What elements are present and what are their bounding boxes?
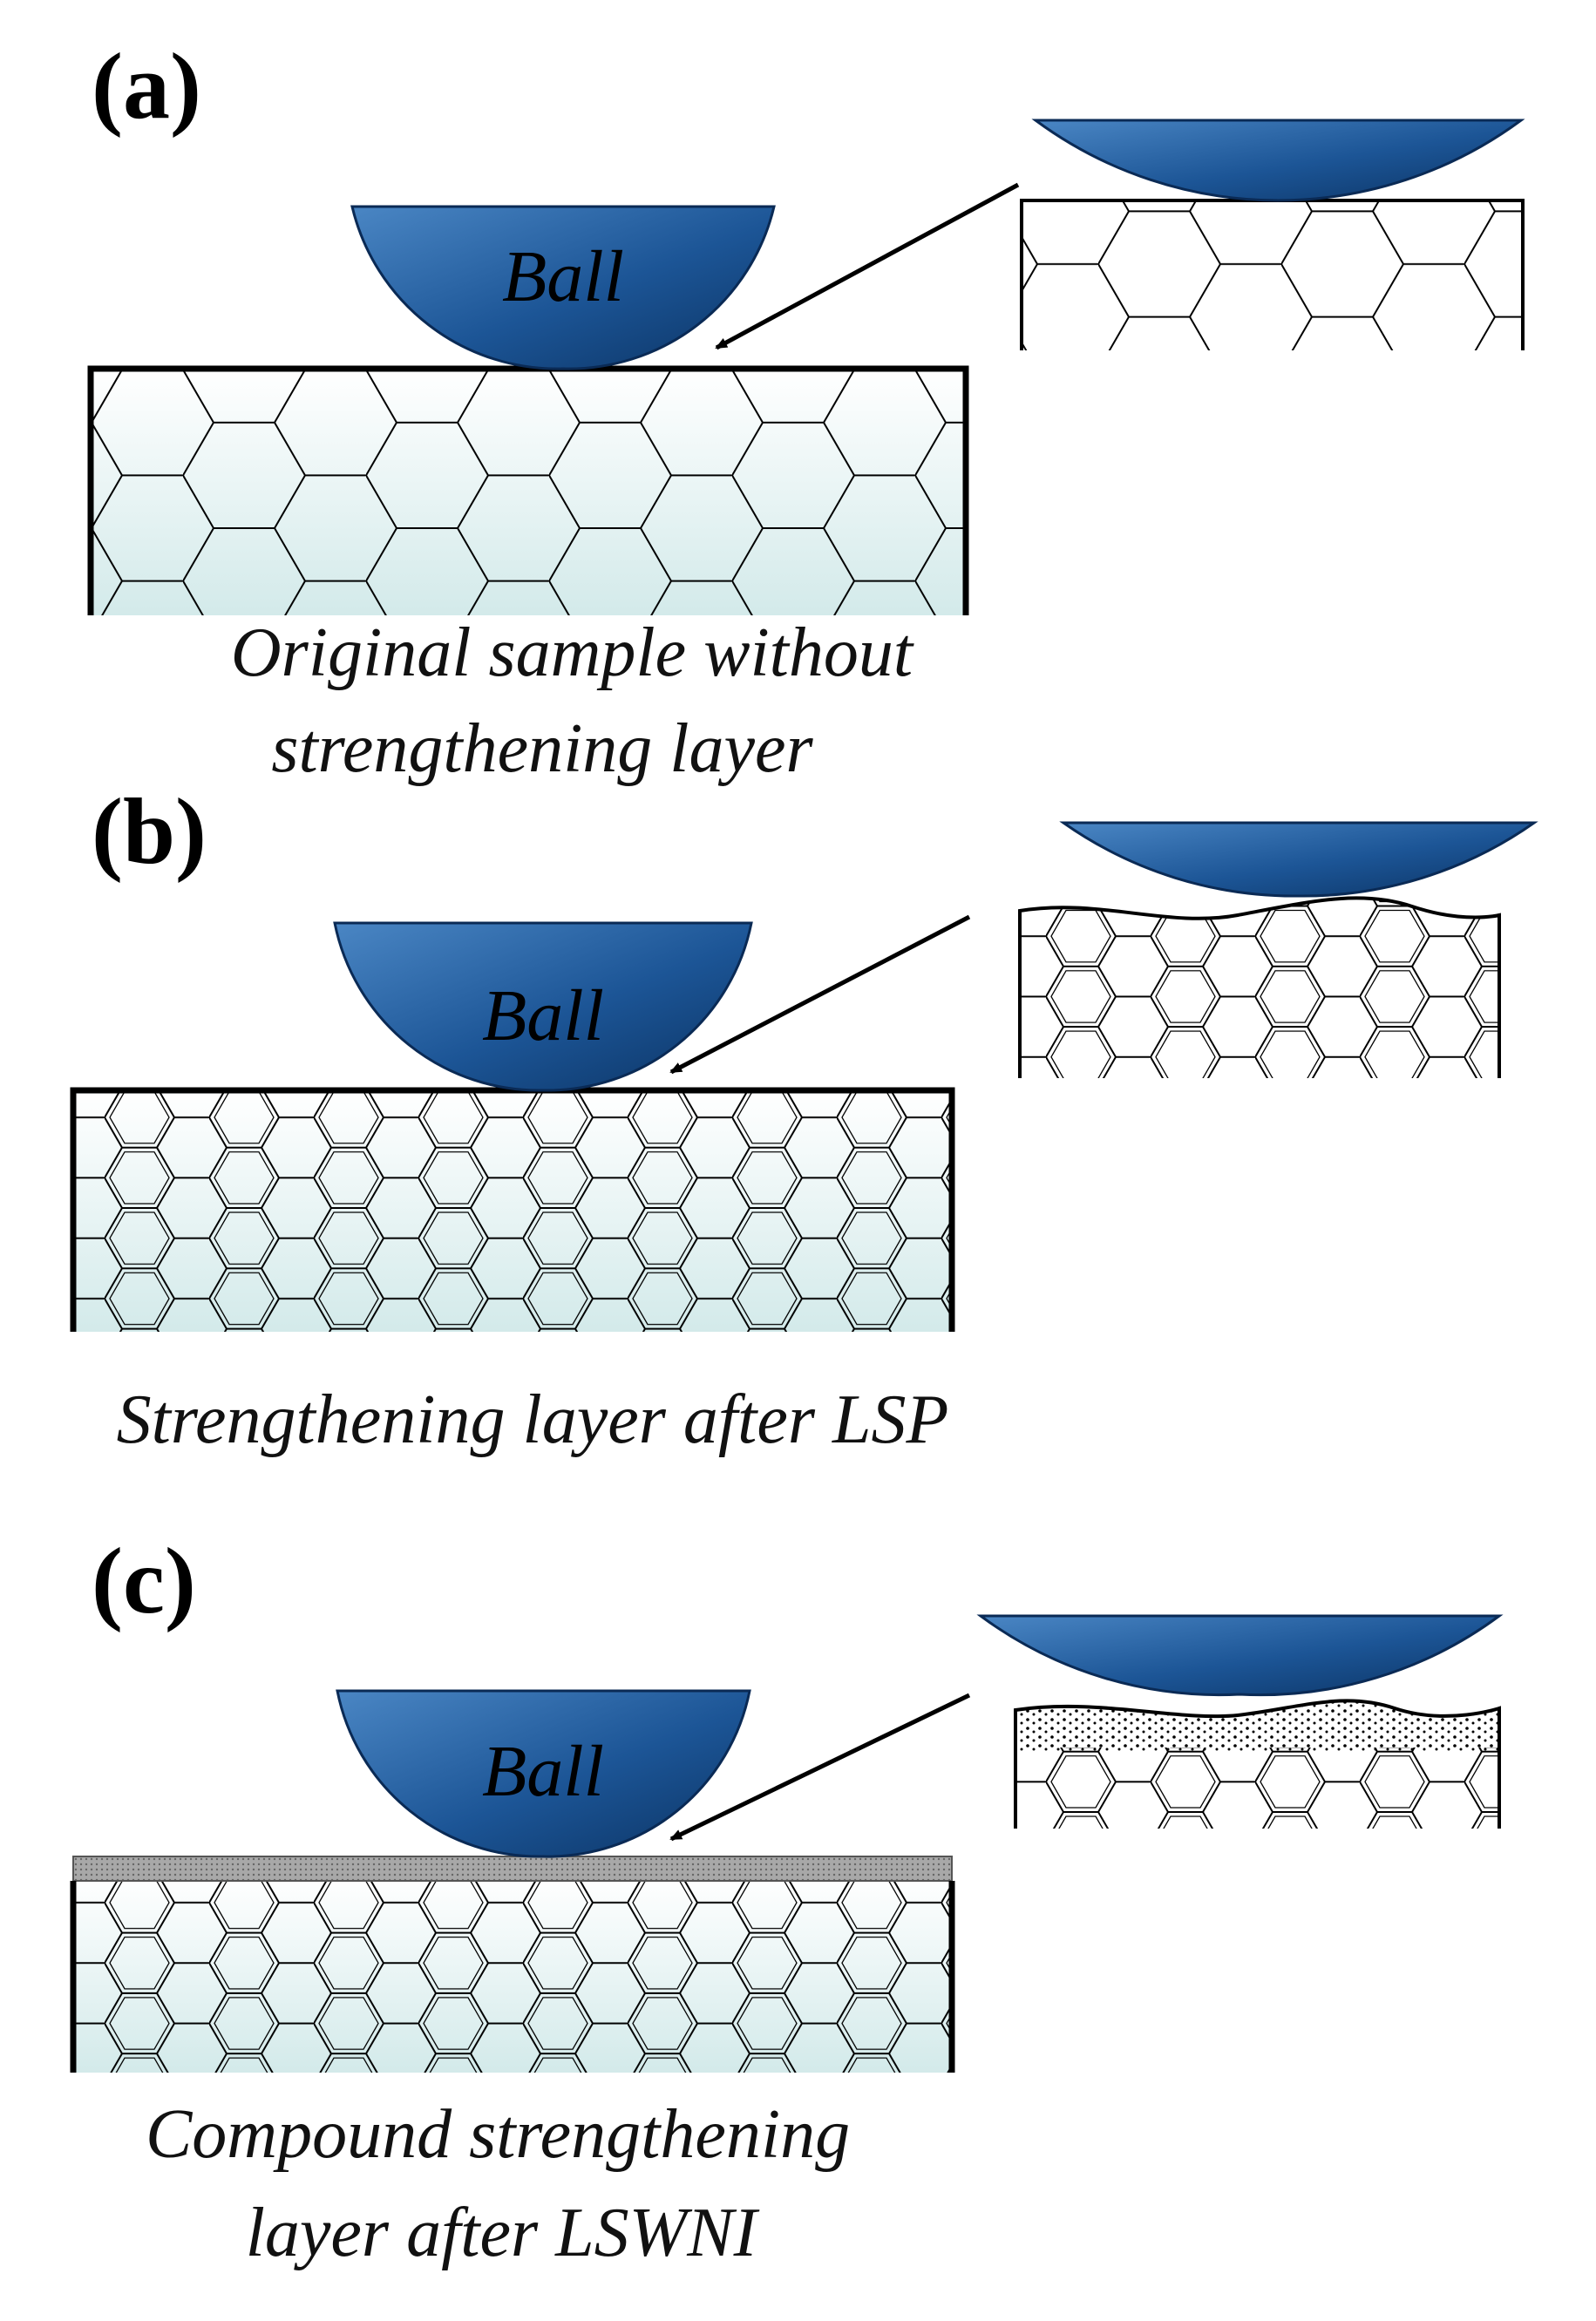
panel-b-substrate [70,1087,955,1332]
panel-a-ball: Ball [350,205,776,370]
panel-c-zoom-arrow [669,1693,971,1842]
panel-a-substrate [87,365,969,615]
panel-a-caption-line-1: Original sample without [231,614,914,691]
panel-c-zoom-inset [976,1614,1504,1829]
panel-b-label: (b) [92,780,207,884]
panel-b-ball: Ball [333,921,753,1092]
panel-a-zoom-inset [1020,119,1525,350]
panel-a-caption-line-2: strengthening layer [271,710,813,787]
panel-c-caption-line-1: Compound strengthening [146,2096,850,2173]
panel-b-zoom-inset [1018,821,1538,1078]
panel-b-caption-line-1: Strengthening layer after LSP [117,1381,949,1458]
panel-c-substrate [70,1856,955,2073]
panel-b-ball-label: Ball [482,975,604,1056]
panel-c-caption-line-2: layer after LSWNI [246,2195,760,2271]
panel-c-label: (c) [92,1530,196,1633]
panel-a: (a) Ball Original sample without strengt… [87,35,1525,787]
panel-b-zoom-arrow [669,914,971,1075]
panel-c-compound-layer [72,1856,953,1882]
panel-a-zoom-arrow [715,182,1020,350]
panel-a-label: (a) [92,35,201,139]
panel-c: (c) Ball Compound strengthening layer af… [70,1530,1504,2271]
panel-b: (b) Ball Strengthening layer after LSP [70,780,1538,1458]
panel-a-ball-label: Ball [502,236,624,317]
panel-c-ball-label: Ball [482,1731,604,1812]
panel-c-ball: Ball [336,1689,751,1858]
